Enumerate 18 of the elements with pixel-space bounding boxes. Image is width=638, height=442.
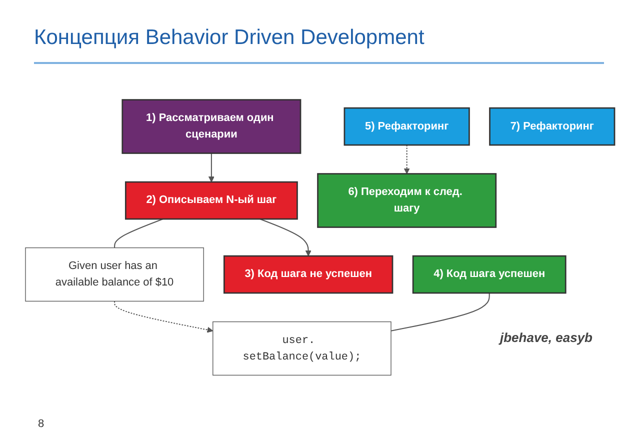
slide-title: Концепция Behavior Driven Development (34, 26, 424, 50)
node-box: 2) Описываем N-ый шаг (124, 181, 298, 220)
node-box: 3) Код шага не успешен (223, 255, 394, 294)
node-box: 5) Рефакторинг (344, 107, 470, 146)
node-box: user. setBalance(value); (212, 321, 392, 376)
node-box: 1) Рассматриваем один сценарии (122, 99, 302, 154)
node-box: 7) Рефакторинг (489, 107, 616, 146)
arrow (404, 145, 410, 174)
tool-note: jbehave, easyb (500, 330, 592, 345)
connector (114, 218, 164, 248)
arrow (260, 218, 312, 256)
node-box: Given user has an available balance of $10 (25, 247, 204, 302)
page-number: 8 (38, 418, 44, 430)
node-box: 4) Код шага успешен (412, 255, 566, 294)
connector (390, 293, 490, 332)
arrow (208, 153, 214, 182)
arrow (114, 301, 214, 333)
node-box: 6) Переходим к след. шагу (317, 173, 497, 228)
